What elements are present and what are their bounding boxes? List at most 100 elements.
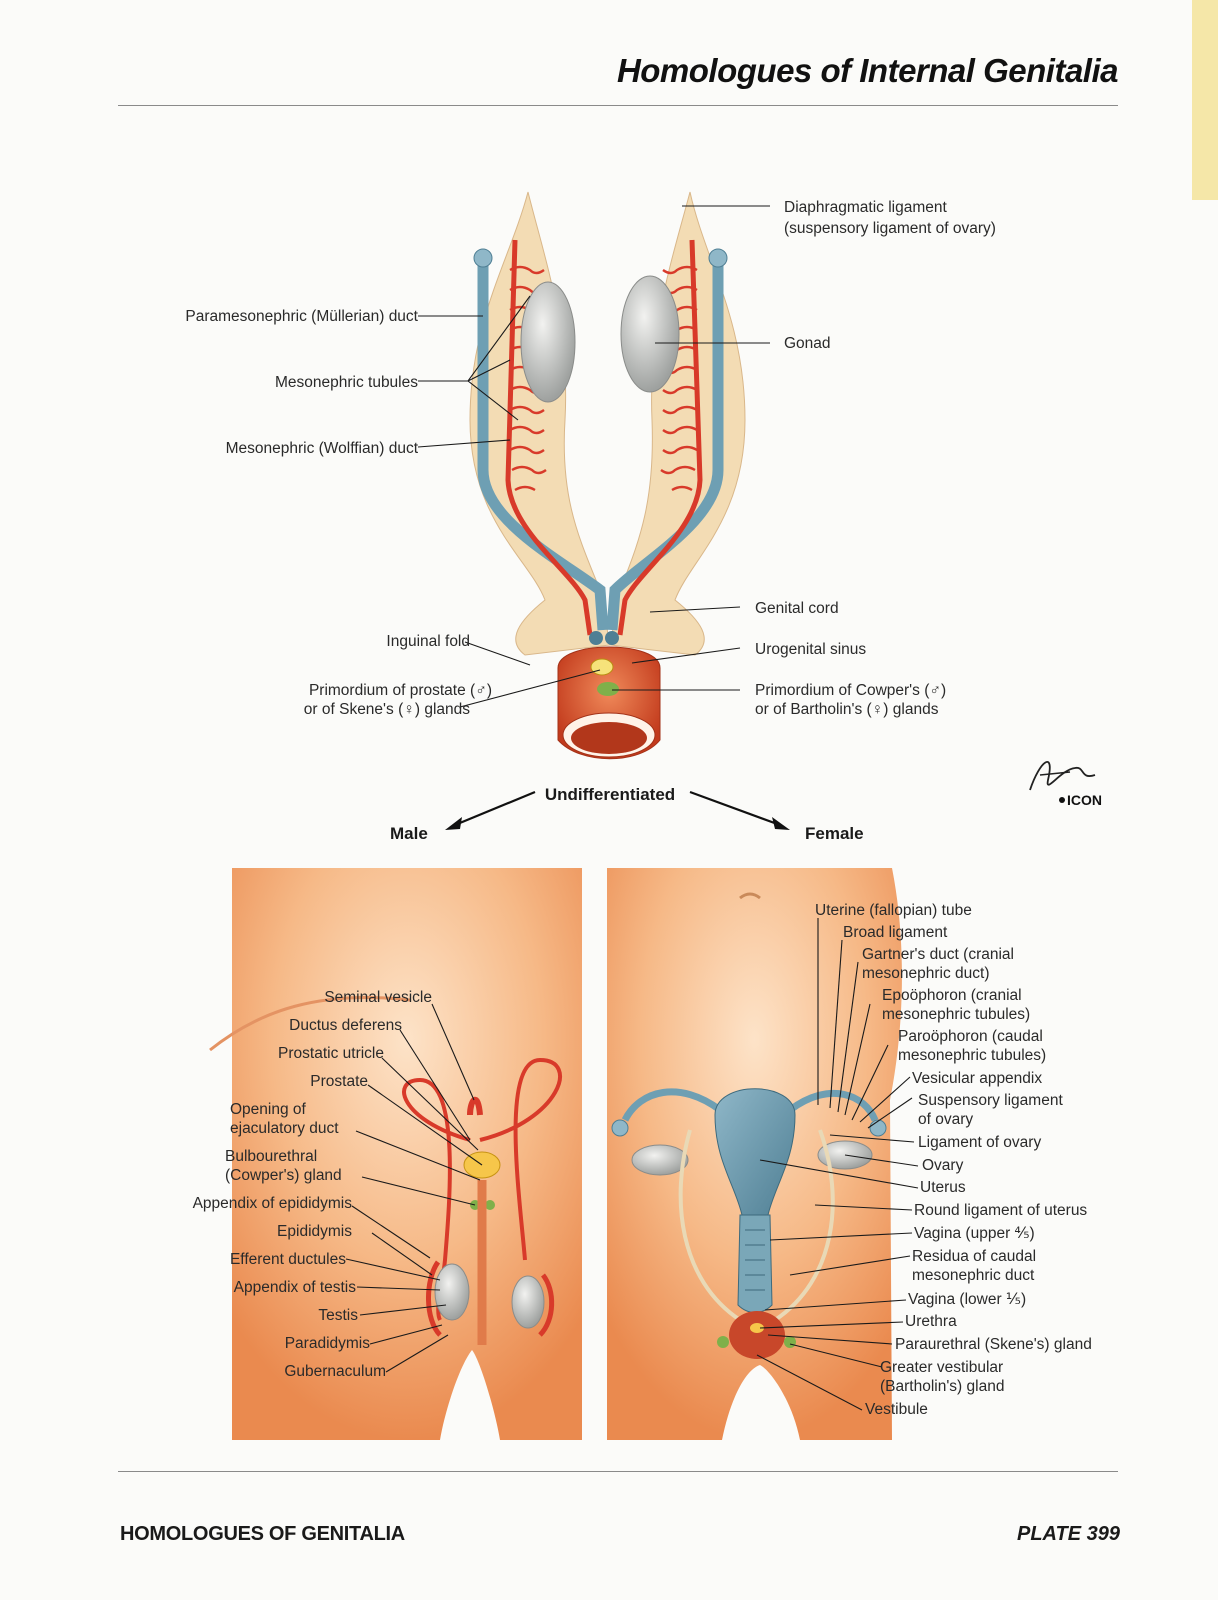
duct-openings-2 — [605, 631, 619, 645]
label-inguinal-fold: Inguinal fold — [386, 633, 470, 650]
label-residua-2: mesonephric duct — [912, 1267, 1035, 1284]
label-greater-vestibular-2: (Bartholin's) gland — [880, 1378, 1004, 1395]
left-mesonephric-duct — [505, 239, 593, 636]
label-male: Male — [390, 824, 428, 843]
label-paraurethral-gland: Paraurethral (Skene's) gland — [895, 1336, 1092, 1353]
right-duct-fimbria — [708, 248, 728, 268]
label-urogenital-sinus: Urogenital sinus — [755, 641, 866, 658]
label-undifferentiated: Undifferentiated — [545, 785, 675, 804]
label-epididymis: Epididymis — [277, 1223, 352, 1240]
vaginal-rugae — [745, 1229, 765, 1291]
label-ductus-deferens: Ductus deferens — [289, 1017, 402, 1034]
label-genital-cord: Genital cord — [755, 600, 839, 617]
label-bulbourethral: Bulbourethral — [225, 1148, 317, 1165]
footer-plate-number: PLATE 399 — [1017, 1523, 1120, 1545]
label-opening-of: Opening of — [230, 1101, 307, 1118]
left-paramesonephric-duct — [477, 262, 609, 631]
label-prostate-primordium-1: Primordium of prostate (♂) — [309, 682, 492, 699]
label-cowper-primordium-1: Primordium of Cowper's (♂) — [755, 682, 946, 699]
label-efferent-ductules: Efferent ductules — [230, 1251, 346, 1268]
label-prostate-primordium-2: or of Skene's (♀) glands — [304, 701, 470, 718]
label-cowpers-gland: (Cowper's) gland — [225, 1167, 342, 1184]
label-diaphragmatic-ligament: Diaphragmatic ligament — [784, 199, 948, 216]
uterus — [714, 1088, 796, 1216]
label-vagina-upper: Vagina (upper ⅘) — [914, 1225, 1035, 1242]
top-leader-lines — [417, 205, 770, 708]
left-residual-duct — [678, 1129, 742, 1322]
label-gartners-duct-2: mesonephric duct) — [862, 965, 990, 982]
prostate-primordium — [590, 658, 614, 676]
duct-openings — [589, 631, 603, 645]
label-cowper-primordium-2: or of Bartholin's (♀) glands — [755, 701, 939, 718]
left-bartholin-gland — [717, 1336, 729, 1348]
male-figure — [209, 868, 582, 1440]
label-prostatic-utricle: Prostatic utricle — [278, 1045, 384, 1062]
undifferentiated-figure — [469, 191, 746, 760]
label-seminal-vesicle: Seminal vesicle — [324, 989, 432, 1006]
cowper-primordium — [597, 682, 619, 696]
label-female: Female — [805, 824, 864, 843]
label-ejaculatory-duct: ejaculatory duct — [230, 1120, 339, 1137]
page-edge-tab — [1192, 0, 1218, 200]
label-mesonephric-tubules: Mesonephric tubules — [275, 374, 418, 391]
page-title: Homologues of Internal Genitalia — [616, 52, 1119, 89]
female-leader-lines — [756, 918, 919, 1411]
label-suspensory-ligament-ovary-2: of ovary — [918, 1111, 973, 1128]
right-mesonephric-duct — [617, 239, 703, 636]
male-leader-lines — [345, 1003, 483, 1373]
label-gartners-duct-1: Gartner's duct (cranial — [862, 946, 1014, 963]
right-residual-duct — [773, 1129, 835, 1322]
male-torso — [232, 868, 582, 1440]
navel — [739, 892, 761, 900]
label-greater-vestibular-1: Greater vestibular — [880, 1359, 1003, 1376]
label-round-ligament: Round ligament of uterus — [914, 1202, 1087, 1219]
right-bulbourethral-gland — [485, 1200, 495, 1210]
left-duct-fimbria — [473, 248, 493, 268]
label-mesonephric-duct: Mesonephric (Wolffian) duct — [226, 440, 419, 457]
label-ovary: Ovary — [922, 1157, 964, 1174]
male-groin-crease — [209, 996, 411, 1052]
label-residua-1: Residua of caudal — [912, 1248, 1036, 1265]
label-appendix-of-epididymis: Appendix of epididymis — [193, 1195, 353, 1212]
sinus-lumen — [571, 722, 647, 754]
label-gonad: Gonad — [784, 335, 831, 352]
right-testis — [511, 1275, 545, 1329]
female-figure — [607, 868, 902, 1440]
label-uterine-tube: Uterine (fallopian) tube — [815, 902, 972, 919]
right-epididymis — [538, 1273, 555, 1337]
footer-section-title: HOMOLOGUES OF GENITALIA — [120, 1523, 405, 1545]
label-suspensory-ligament: (suspensory ligament of ovary) — [784, 220, 996, 237]
right-ductus-deferens — [479, 1057, 562, 1261]
label-broad-ligament: Broad ligament — [843, 924, 948, 941]
label-vesicular-appendix: Vesicular appendix — [912, 1070, 1042, 1087]
seminal-vesicles — [467, 1097, 483, 1116]
label-paramesonephric-duct: Paramesonephric (Müllerian) duct — [185, 308, 418, 325]
label-epoophoron-2: mesonephric tubules) — [882, 1006, 1030, 1023]
label-appendix-of-testis: Appendix of testis — [234, 1279, 357, 1296]
right-bartholin-gland — [784, 1336, 796, 1348]
label-urethra: Urethra — [905, 1313, 957, 1330]
footer-rule — [118, 1471, 1118, 1472]
label-gubernaculum: Gubernaculum — [284, 1363, 386, 1380]
label-paroophoron-1: Paroöphoron (caudal — [898, 1028, 1043, 1045]
left-ovary — [631, 1144, 689, 1176]
label-uterus: Uterus — [920, 1179, 966, 1196]
vestibule — [729, 1311, 785, 1359]
urethral-opening — [750, 1323, 764, 1333]
label-vestibule: Vestibule — [865, 1401, 928, 1418]
right-gonad — [620, 275, 680, 393]
left-testis — [434, 1263, 470, 1321]
label-paradidymis: Paradidymis — [285, 1335, 371, 1352]
left-fallopian-tube — [621, 1088, 723, 1122]
netter-signature: ICON — [1029, 761, 1102, 808]
right-fimbria — [869, 1119, 887, 1137]
label-paroophoron-2: mesonephric tubules) — [898, 1047, 1046, 1064]
publisher-logo: ICON — [1067, 792, 1102, 808]
label-ligament-of-ovary: Ligament of ovary — [918, 1134, 1041, 1151]
label-prostate: Prostate — [310, 1073, 368, 1090]
label-suspensory-ligament-ovary-1: Suspensory ligament — [918, 1092, 1063, 1109]
left-gonad — [520, 281, 576, 403]
header-rule — [118, 105, 1118, 106]
left-fimbria — [611, 1119, 629, 1137]
